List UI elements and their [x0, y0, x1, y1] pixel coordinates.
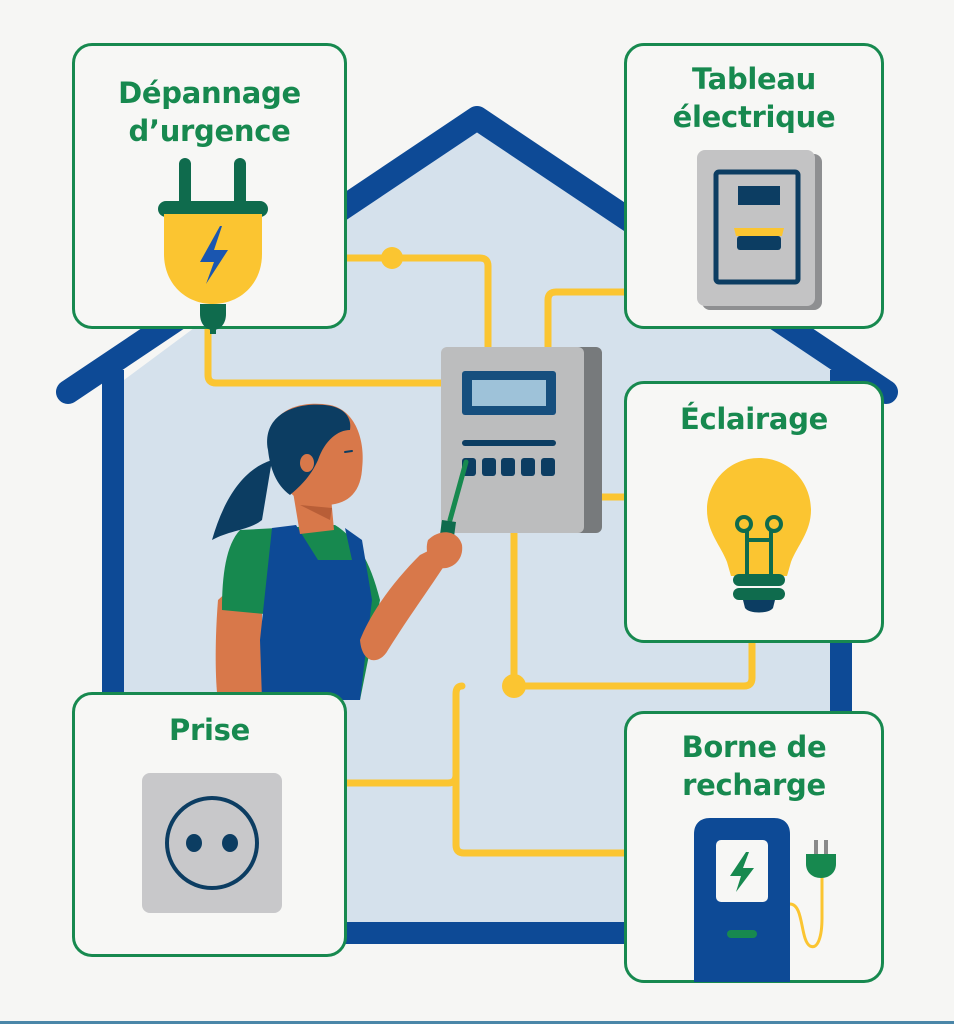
card-title-line: électrique [672, 100, 836, 134]
card-title-line: Éclairage [679, 402, 829, 436]
electric-meter-icon [441, 347, 602, 533]
card-eclairage[interactable]: Éclairage [624, 381, 884, 643]
light-bulb-icon [707, 458, 811, 613]
card-title: Dépannage d’urgence [75, 74, 344, 150]
plug-icon [158, 158, 268, 334]
card-title: Prise [75, 711, 344, 749]
card-title-line: recharge [682, 768, 826, 802]
electrician-icon [212, 403, 469, 700]
card-title: Tableau électrique [627, 60, 881, 136]
card-title-line: Dépannage [118, 76, 301, 110]
card-borne-recharge[interactable]: Borne de recharge [624, 711, 884, 983]
card-title-line: d’urgence [128, 114, 291, 148]
bottom-divider [0, 1021, 954, 1024]
electrical-panel-icon [697, 150, 822, 310]
card-prise[interactable]: Prise [72, 692, 347, 957]
card-depannage-urgence[interactable]: Dépannage d’urgence [72, 43, 347, 334]
card-tableau-electrique[interactable]: Tableau électrique [624, 43, 884, 329]
wires [204, 254, 756, 857]
card-title-line: Prise [169, 713, 250, 747]
wire-junction [502, 674, 526, 698]
power-outlet-icon [142, 773, 282, 913]
card-title: Éclairage [627, 400, 881, 438]
ev-charger-icon [694, 818, 836, 982]
wire-junction [381, 247, 403, 269]
card-title-line: Tableau [691, 62, 817, 96]
card-title: Borne de recharge [627, 728, 881, 804]
card-title-line: Borne de [681, 730, 827, 764]
